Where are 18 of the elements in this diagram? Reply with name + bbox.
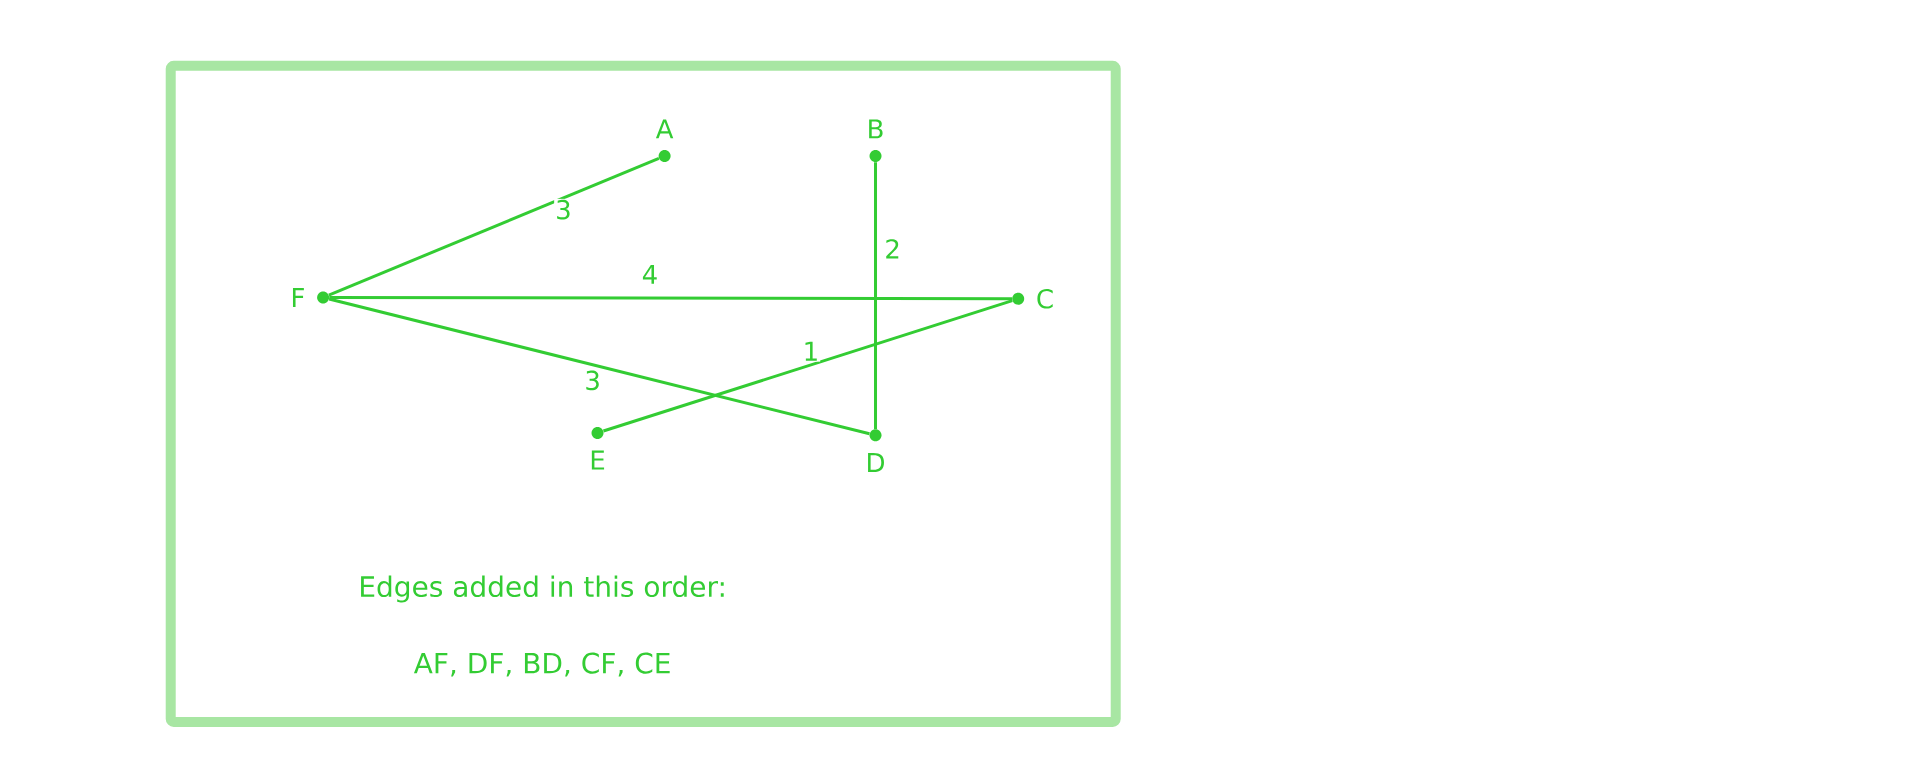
- edge-label: 3: [583, 369, 602, 392]
- edge-label: 4: [640, 263, 660, 285]
- note-text: AF, DF, BD, CF, CE: [413, 652, 670, 677]
- note-text: Edges added in this order:: [361, 575, 724, 603]
- node-label: C: [1037, 288, 1053, 309]
- node-label: E: [591, 450, 605, 470]
- graph-edge: [328, 297, 870, 436]
- edge-label: 2: [883, 238, 902, 260]
- edge-label: 3: [554, 198, 573, 221]
- node-label: D: [868, 453, 884, 472]
- node-label: B: [869, 119, 883, 139]
- graph-edge: [874, 162, 877, 430]
- graph-edge: [328, 157, 660, 297]
- graph-edge: [602, 299, 1013, 433]
- edge-label: 1: [801, 340, 821, 362]
- node-label: A: [655, 119, 674, 139]
- node-label: F: [292, 288, 304, 307]
- graph-edge: [329, 296, 1012, 301]
